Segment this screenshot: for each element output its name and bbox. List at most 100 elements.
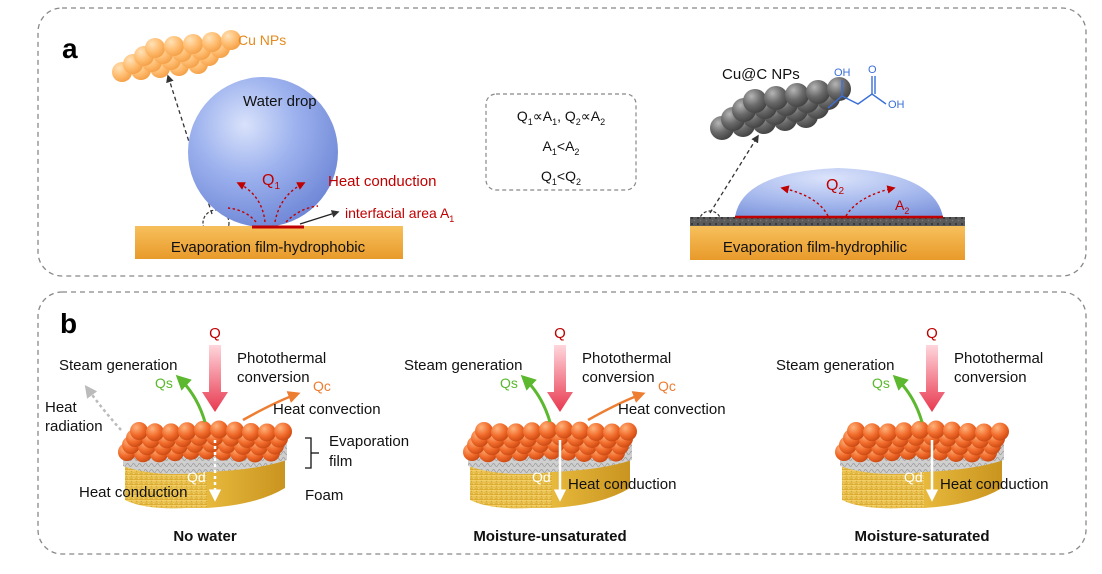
radiation-arrow (84, 384, 122, 431)
heat-conduction-label: Heat conduction (79, 484, 187, 501)
qs-label: Qs (500, 375, 518, 391)
cu-particle (183, 34, 203, 54)
photothermal-label: Photothermal (582, 350, 671, 367)
orange-particle (162, 423, 180, 442)
steam-arrow (175, 374, 207, 423)
qc-label: Qc (313, 378, 331, 394)
qs-label: Qs (155, 375, 173, 391)
heat-convection-label: Heat convection (618, 401, 726, 418)
orange-particle (210, 420, 228, 439)
orange-particle (475, 422, 493, 440)
film-hydrophilic-label: Evaporation film-hydrophilic (723, 239, 908, 256)
q2-label: Q2 (826, 177, 844, 197)
photothermal-particle-layer (835, 420, 1009, 463)
photothermal-particle-layer (118, 420, 292, 463)
orange-particle (975, 423, 993, 442)
orange-particle (194, 420, 212, 439)
convection-arrow (242, 391, 301, 422)
orange-particle (571, 421, 589, 440)
heat-convection-label: Heat convection (273, 401, 381, 418)
oh-right-label: OH (888, 99, 905, 111)
scene-caption: Moisture-unsaturated (473, 528, 626, 545)
orange-particle (879, 423, 897, 442)
steam-generation-label: Steam generation (404, 357, 522, 374)
q-label: Q (926, 325, 938, 342)
q-label: Q (209, 325, 221, 342)
conversion-label: conversion (954, 369, 1027, 386)
heat-conduction-label-a: Heat conduction (328, 173, 436, 190)
qd-label: Qd (532, 469, 551, 485)
qs-label: Qs (872, 375, 890, 391)
carbon-layer (690, 217, 965, 226)
radiation-label: radiation (45, 418, 103, 435)
cu-particle (202, 32, 222, 52)
cuc-particle (806, 80, 830, 104)
photothermal-particle-layer (463, 420, 637, 463)
interfacial-area-arrow (299, 210, 340, 225)
cu-particle (221, 30, 241, 50)
orange-particle (863, 423, 881, 442)
relation-line-3: Q1<Q2 (541, 168, 581, 187)
qd-label: Qd (187, 469, 206, 485)
orange-particle (959, 422, 977, 441)
relations-box (485, 93, 637, 191)
film-hydrophilic (690, 226, 965, 260)
orange-particle (274, 422, 292, 441)
conversion-label: conversion (237, 369, 310, 386)
orange-particle (226, 421, 244, 440)
orange-particle (242, 422, 260, 441)
orange-particle (178, 422, 196, 441)
orange-particle (539, 420, 557, 439)
cuc-nanoparticle-cluster (710, 77, 851, 140)
spread-water-drop (735, 168, 943, 217)
evaporation-label: Evaporation (329, 433, 409, 450)
scene-caption: Moisture-saturated (854, 528, 989, 545)
conversion-label: conversion (582, 369, 655, 386)
incident-light-arrow (202, 345, 228, 412)
orange-particle (927, 420, 945, 439)
panel-b-frame (37, 291, 1087, 555)
heat-conduction-label: Heat conduction (940, 476, 1048, 493)
water-drop-label: Water drop (243, 93, 317, 110)
qd-label: Qd (904, 469, 923, 485)
film-label: film (329, 453, 352, 470)
foam-front (842, 464, 924, 509)
orange-particle (146, 423, 164, 442)
hydroxy-acid-molecule (827, 76, 887, 109)
q1-label: Q1 (262, 172, 280, 192)
carbonyl-o-label: O (868, 64, 877, 76)
steam-arrow (892, 374, 924, 423)
qc-label: Qc (658, 378, 676, 394)
orange-particle (491, 423, 509, 442)
interfacial-area-label: interfacial area A1 (345, 205, 454, 224)
orange-particle (619, 422, 637, 441)
orange-particle (555, 420, 573, 439)
film-hydrophobic (135, 226, 403, 259)
orange-particle (847, 422, 865, 440)
cuc-particle (764, 86, 788, 110)
cuc-nps-label: Cu@C NPs (722, 66, 800, 83)
cuc-particle (743, 89, 767, 113)
cu-nps-label: Cu NPs (238, 32, 286, 48)
orange-particle (523, 422, 541, 441)
steam-generation-label: Steam generation (59, 357, 177, 374)
cuc-particle (827, 77, 851, 101)
panel-a-frame (37, 7, 1087, 277)
film-bracket (305, 437, 312, 469)
orange-particle (258, 423, 276, 442)
foam-front (125, 464, 207, 509)
relation-line-1: Q1∝A1, Q2∝A2 (517, 108, 605, 127)
foam-front (470, 464, 552, 509)
photothermal-label: Photothermal (237, 350, 326, 367)
orange-particle (603, 423, 621, 442)
foam-label: Foam (305, 487, 343, 504)
incident-light-arrow (547, 345, 573, 412)
orange-particle (130, 422, 148, 440)
scene-caption: No water (173, 528, 237, 545)
q1-arrows (227, 182, 319, 223)
orange-particle (895, 422, 913, 441)
orange-particle (587, 422, 605, 441)
